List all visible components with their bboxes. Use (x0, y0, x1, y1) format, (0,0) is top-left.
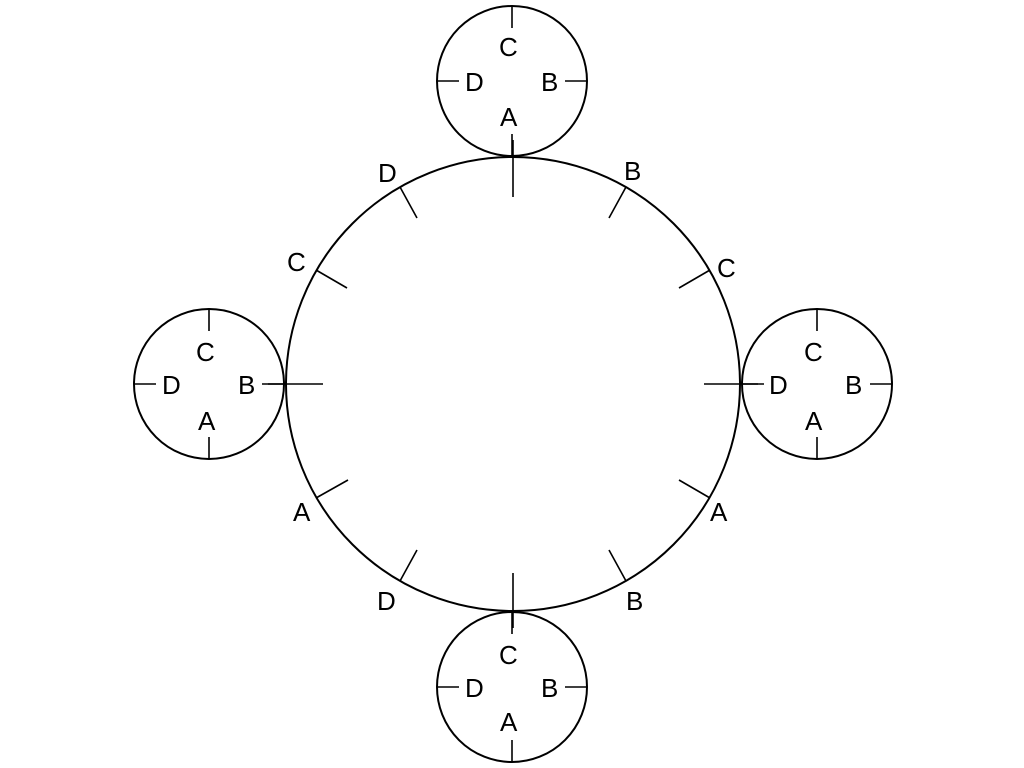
small-top-label-up: C (499, 32, 518, 62)
small-top-label-down: A (500, 102, 518, 132)
small-right-label-up: C (804, 337, 823, 367)
small-left-label-down: A (198, 406, 216, 436)
small-circle-top: C D B A (436, 5, 588, 157)
small-bottom-label-left: D (465, 673, 484, 703)
small-bottom-label-right: B (541, 673, 558, 703)
small-right-label-down: A (805, 406, 823, 436)
big-tick-a-left (315, 479, 349, 499)
small-right-label-right: B (845, 370, 862, 400)
small-left-label-left: D (162, 370, 181, 400)
small-circle-top-ring (436, 5, 588, 157)
small-right-label-left: D (769, 370, 788, 400)
big-circle-labels: D B C C A A D B (287, 156, 736, 616)
small-bottom-label-down: A (500, 707, 518, 737)
big-label-a-right: A (710, 497, 728, 527)
small-circle-right-ring (741, 308, 893, 460)
small-circle-bottom: C D B A (436, 611, 588, 763)
big-tick-b-bottom (608, 549, 627, 582)
big-label-a-left: A (293, 497, 311, 527)
big-label-c-left: C (287, 247, 306, 277)
small-circle-right: C D B A (741, 308, 893, 460)
big-label-b-bottom: B (626, 586, 643, 616)
small-top-label-left: D (465, 67, 484, 97)
big-tick-d-top (399, 186, 418, 219)
big-tick-d-bottom (399, 549, 418, 582)
small-circle-left: C D B A (133, 308, 285, 460)
big-label-c-right: C (717, 253, 736, 283)
small-circle-bottom-ring (436, 611, 588, 763)
small-bottom-label-up: C (499, 640, 518, 670)
big-tick-b-top (608, 186, 627, 219)
small-top-label-right: B (541, 67, 558, 97)
big-label-d-bottom: D (377, 586, 396, 616)
big-circle-ticks (268, 140, 758, 628)
big-label-d-top: D (378, 158, 397, 188)
small-left-label-up: C (196, 337, 215, 367)
big-tick-c-right (678, 269, 711, 289)
small-circle-left-ring (133, 308, 285, 460)
big-circle (285, 156, 741, 612)
big-tick-c-left (315, 269, 348, 289)
big-tick-a-right (678, 479, 711, 499)
big-label-b-top: B (624, 156, 641, 186)
small-left-label-right: B (238, 370, 255, 400)
